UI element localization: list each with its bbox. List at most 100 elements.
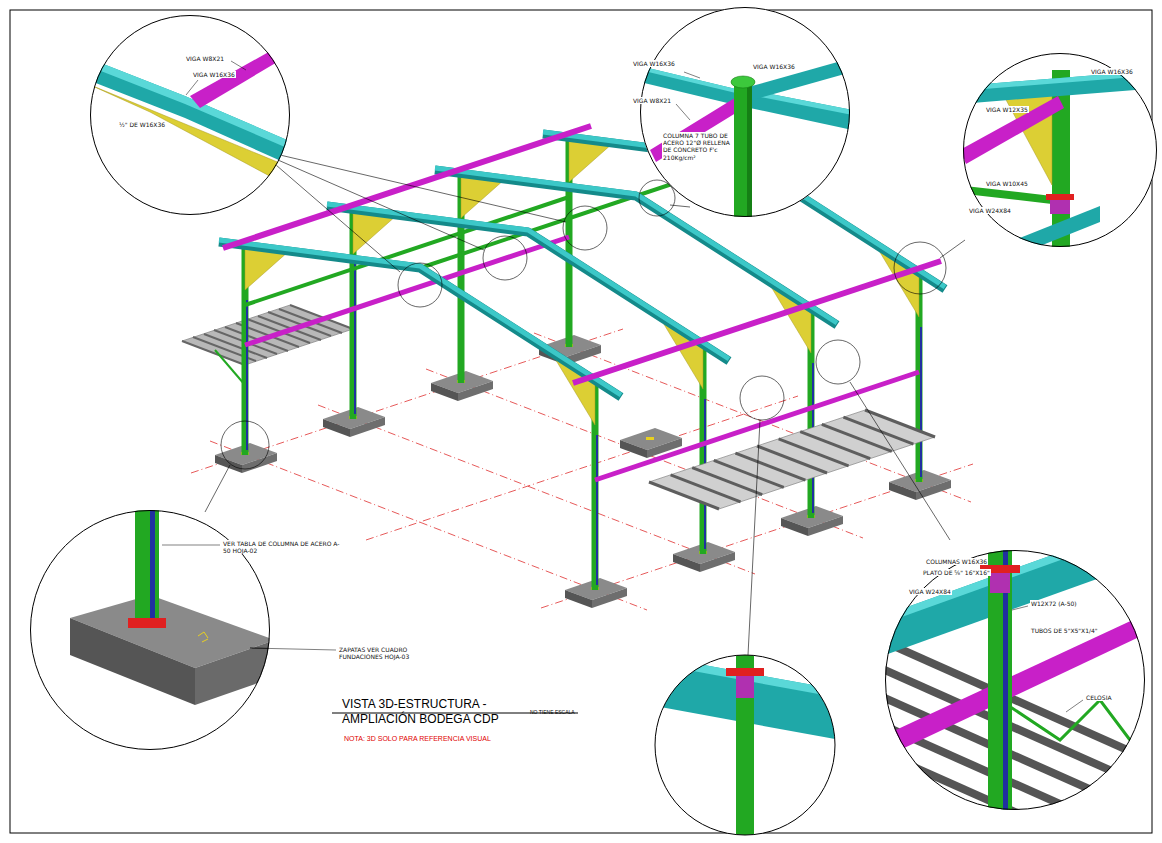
detail-tube-column [640, 66, 740, 94]
drawing-title: VISTA 3D-ESTRUCTURA - AMPLIACIÓN BODEGA … [342, 697, 512, 727]
columns [246, 300, 248, 450]
callout-text: VIGA W16X36 [632, 60, 676, 67]
callout-text: ½" DE W16X36 [118, 121, 166, 128]
detail-tube-column [676, 104, 690, 120]
callout-circle: VIGA W16X36VIGA W16X36VIGA W8X21COLUMNA … [640, 7, 850, 217]
detail-footing [198, 632, 208, 642]
callout-circle: VER TABLA DE COLUMNA DE ACERO A-50 HOJA-… [30, 510, 270, 750]
rafters [219, 132, 945, 397]
canopy-right [671, 475, 741, 502]
detail-footing [135, 505, 159, 625]
leader-lines [278, 160, 484, 250]
columns [920, 327, 922, 477]
detail-canopy-joint [880, 640, 1150, 843]
detail-footing [128, 618, 166, 628]
detail-rafter-purlin [186, 80, 198, 95]
detail-knee-joint [965, 186, 1052, 204]
canopy-right [779, 439, 849, 466]
scale-note: NO TIENE ESCALA [530, 709, 575, 715]
detail-canopy-joint [885, 520, 1150, 623]
callout-circle: VIGA W8X21VIGA W16X36 ½" DE W16X36 [90, 15, 290, 215]
leader-lines [850, 382, 950, 540]
detail-rafter-purlin [88, 58, 292, 166]
detail-canopy-joint [880, 752, 1150, 843]
canopy-right [692, 468, 762, 495]
detail-canopy-joint [880, 696, 1150, 816]
canopy-right [714, 460, 784, 487]
rafters [219, 240, 621, 395]
detail-canopy-joint [880, 724, 1150, 843]
leader-lines [740, 376, 784, 420]
callout-text: VIGA W12X35 [985, 106, 1029, 113]
callout-text: COLUMNAS W16X36 [925, 558, 988, 565]
detail-tube-column [650, 96, 744, 162]
detail-footing [162, 545, 220, 546]
grid-lines [210, 441, 647, 610]
callout-text: TUBOS DE 5"X5"X1/4" [1030, 627, 1099, 634]
detail-rafter-purlin [231, 61, 246, 70]
canopy-right [843, 417, 913, 444]
canopy-right [649, 410, 935, 509]
callout-text: VIGA W16X36 [752, 63, 796, 70]
detail-rafter-purlin [88, 58, 292, 150]
canopy-right [865, 410, 935, 437]
detail-rafter-purlin [190, 40, 294, 108]
detail-canopy-joint [1012, 606, 1028, 610]
canopy-right [800, 432, 870, 459]
leader-lines [276, 165, 400, 272]
canopy-right [757, 446, 827, 473]
leader-lines [483, 236, 527, 280]
canopy-right [649, 410, 935, 509]
callout-text: VIGA W16X36 [192, 71, 236, 78]
leader-lines [940, 240, 965, 258]
detail-column-head [770, 805, 840, 842]
detail-knee-joint [960, 53, 1160, 262]
leader-lines [894, 242, 946, 294]
leader-lines [205, 155, 965, 655]
detail-tube-column [747, 86, 752, 226]
callout-text: VIGA W8X21 [185, 55, 225, 62]
detail-column-head [726, 668, 764, 676]
callout-text: ZAPATAS VER CUADRO FUNDACIONES HOJA-03 [338, 646, 420, 660]
eave-beams [573, 261, 941, 383]
detail-knee-joint [990, 206, 1100, 262]
columns [354, 264, 356, 414]
canopy-left [215, 350, 245, 385]
canopy-right [649, 482, 719, 509]
detail-knee-joint [960, 96, 1064, 164]
detail-knee-joint [1046, 194, 1074, 200]
detail-canopy-joint [1066, 700, 1083, 712]
detail-canopy-joint [990, 573, 1010, 593]
callout-text: VIGA W24X84 [968, 207, 1012, 214]
callout-text: VER TABLA DE COLUMNA DE ACERO A-50 HOJA-… [222, 540, 342, 554]
leader-lines [748, 420, 760, 655]
detail-canopy-joint [880, 510, 1150, 843]
detail-canopy-joint [1000, 700, 1130, 740]
detail-column-head [650, 650, 840, 842]
detail-tube-column [640, 7, 852, 226]
canopy-right [735, 453, 805, 480]
detail-canopy-joint [988, 510, 1012, 820]
rafters [219, 134, 945, 397]
canopy-right [649, 410, 935, 509]
detail-tube-column [731, 76, 755, 88]
callout-text: VIGA W16X36 [1090, 68, 1134, 75]
leader-lines [639, 180, 675, 216]
detail-canopy-joint [880, 808, 1150, 843]
detail-column-head [736, 676, 754, 698]
detail-canopy-joint [880, 780, 1150, 843]
callout-text: COLUMNA 7 TUBO DE ACERO 12"Ø RELLENA DE … [662, 132, 734, 161]
detail-footing [195, 640, 275, 705]
detail-footing [150, 505, 155, 625]
leader-lines [205, 465, 230, 512]
detail-footing [250, 648, 336, 650]
detail-canopy-joint [885, 520, 1150, 655]
columns [596, 435, 598, 585]
leader-lines [398, 263, 442, 307]
leader-lines [221, 421, 269, 469]
detail-footing [70, 618, 195, 705]
rafters [219, 132, 945, 395]
leader-line [250, 648, 336, 650]
